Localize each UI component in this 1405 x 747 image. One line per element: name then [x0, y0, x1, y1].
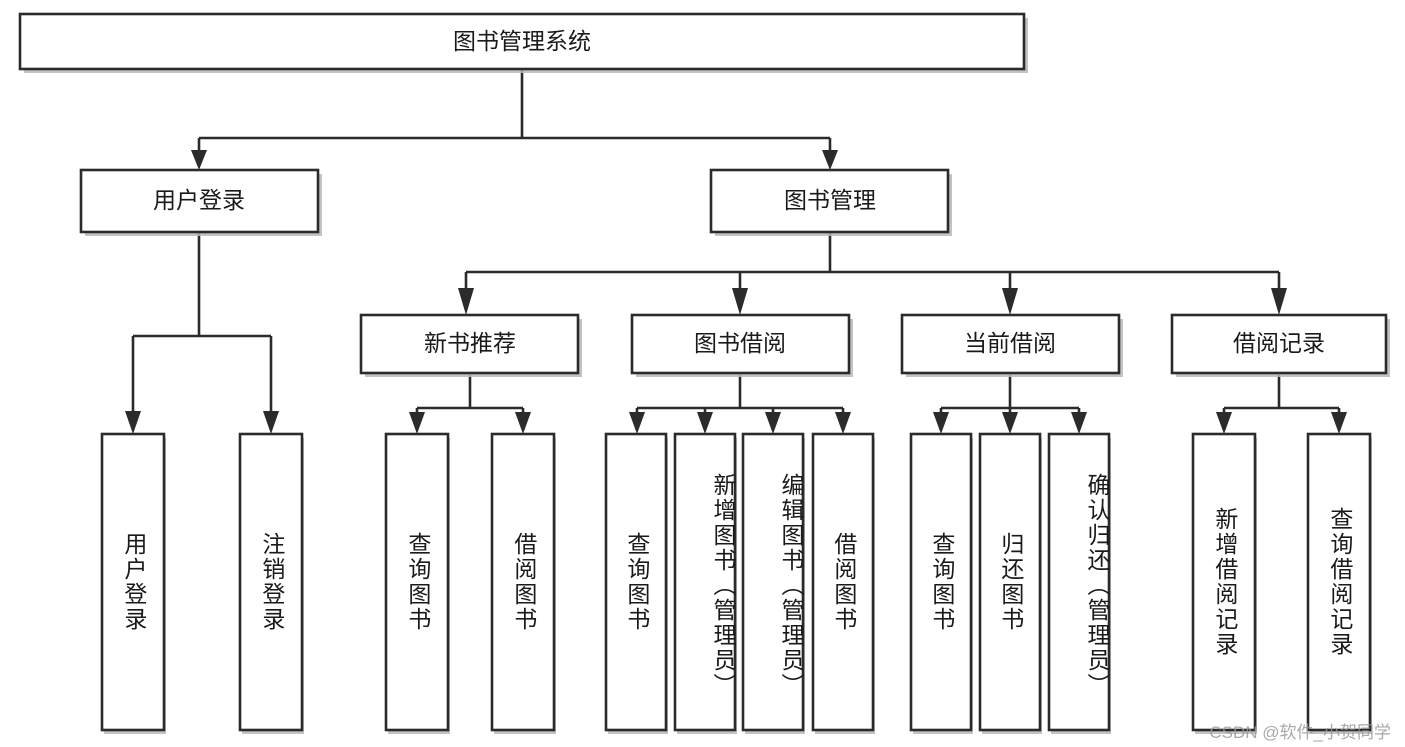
arrow-head-book-borrow: [732, 288, 748, 315]
csdn-watermark: CSDN @软件_小贺同学: [1209, 723, 1391, 742]
leaf-confirm-return-box[interactable]: [1047, 432, 1111, 732]
current-borrow-node-box[interactable]: [900, 313, 1121, 375]
book-borrow-node-box[interactable]: [630, 313, 851, 375]
arrow-head-new-book-recommend: [458, 288, 474, 315]
arrow-head-leaf-logout: [263, 411, 279, 434]
arrow-head-user-login: [191, 150, 207, 170]
borrow-record-node-box[interactable]: [1170, 313, 1388, 375]
connector-layer: [125, 69, 1347, 434]
arrow-head-leaf-query-book-1: [409, 412, 425, 434]
leaf-add-book-box[interactable]: [673, 432, 737, 732]
arrow-head-leaf-return-book: [1002, 412, 1018, 434]
leaf-return-book-box[interactable]: [978, 432, 1042, 732]
arrow-head-leaf-borrow-book-2: [835, 412, 851, 434]
arrow-head-leaf-borrow-book-1: [515, 412, 531, 434]
leaf-query-book-1-box[interactable]: [384, 432, 450, 732]
arrow-head-leaf-add-record: [1216, 412, 1232, 434]
arrow-head-borrow-record: [1271, 288, 1287, 315]
arrow-head-current-borrow: [1002, 288, 1018, 315]
arrow-head-leaf-edit-book: [765, 412, 781, 434]
book-manage-node-label: 图书管理: [784, 187, 876, 213]
root-node-label: 图书管理系统: [453, 28, 591, 54]
leaf-user-login-box[interactable]: [100, 432, 166, 732]
leaf-borrow-book-1-box[interactable]: [490, 432, 556, 732]
book-manage-node-box[interactable]: [709, 168, 950, 234]
leaf-add-record-box[interactable]: [1191, 432, 1257, 732]
leaf-edit-book-box[interactable]: [741, 432, 805, 732]
user-login-node-box[interactable]: [79, 168, 320, 234]
leaf-logout-box[interactable]: [238, 432, 304, 732]
book-borrow-node-label: 图书借阅: [694, 330, 786, 356]
leaf-query-book-3-box[interactable]: [909, 432, 973, 732]
arrow-head-leaf-user-login: [125, 411, 141, 434]
user-login-node-label: 用户登录: [153, 187, 245, 213]
arrow-head-leaf-add-book: [697, 412, 713, 434]
leaf-borrow-book-2-box[interactable]: [811, 432, 875, 732]
new-book-recommend-node-label: 新书推荐: [424, 330, 516, 356]
arrow-head-leaf-confirm-return: [1071, 412, 1087, 434]
leaf-query-record-box[interactable]: [1306, 432, 1372, 732]
leaf-query-book-2-box[interactable]: [604, 432, 668, 732]
node-layer: 图书管理系统 用户登录 图书管理 新书推荐 图书借阅 当前借阅: [18, 12, 1390, 734]
arrow-head-leaf-query-record: [1331, 412, 1347, 434]
root-node-box[interactable]: [18, 12, 1026, 71]
arrow-head-leaf-query-book-3: [933, 412, 949, 434]
arrow-head-leaf-query-book-2: [629, 412, 645, 434]
current-borrow-node-label: 当前借阅: [964, 330, 1056, 356]
borrow-record-node-label: 借阅记录: [1233, 330, 1325, 356]
new-book-recommend-node-box[interactable]: [359, 313, 580, 375]
arrow-head-book-manage: [822, 150, 838, 170]
